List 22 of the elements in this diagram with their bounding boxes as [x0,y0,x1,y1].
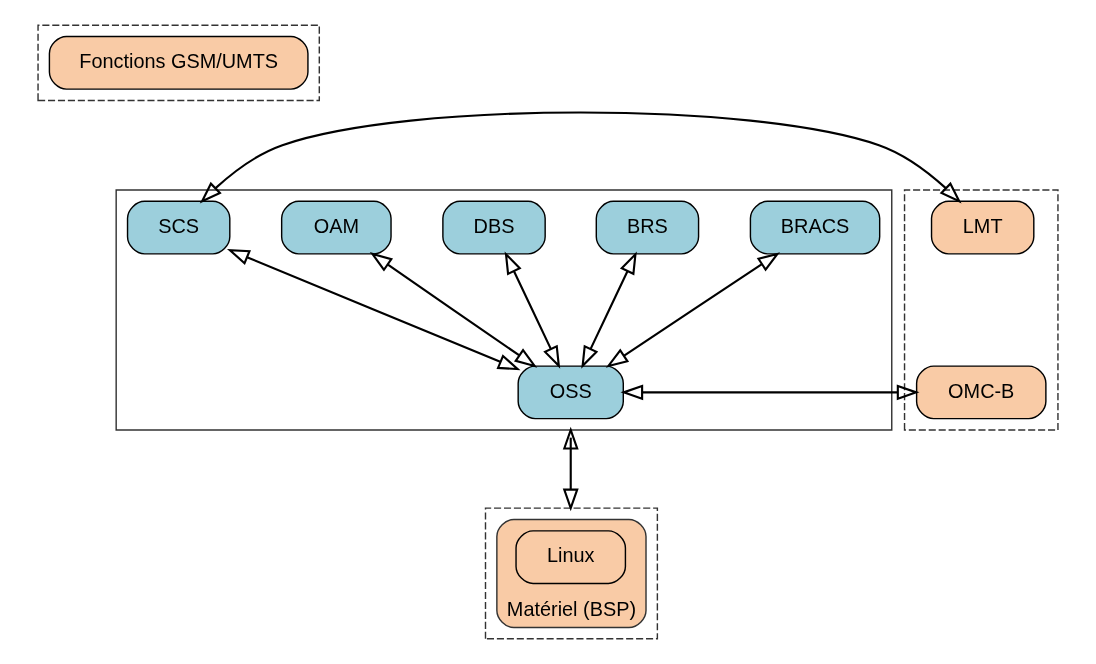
node-box: BRS [595,200,700,255]
arrow [562,426,579,512]
node-box: LMT [930,200,1035,255]
arrow [581,251,637,369]
node-box: DBS [442,200,546,255]
arrow [226,248,521,371]
cluster [115,189,893,431]
node-box: Fonctions GSM/UMTS [48,35,309,90]
node-box: SCS [126,200,231,255]
cluster [37,24,320,102]
cluster [484,507,659,640]
node-box: OSS [517,365,624,420]
node-box: BRACS [749,200,881,255]
cluster [903,189,1059,431]
arrow [199,111,962,204]
node-box: OAM [280,200,392,255]
node-box: OMC-B [915,365,1047,420]
arrow [605,252,781,368]
arrow [369,252,538,368]
arrow [504,251,561,369]
arrow [620,384,920,401]
node-box: Linux [515,530,627,585]
